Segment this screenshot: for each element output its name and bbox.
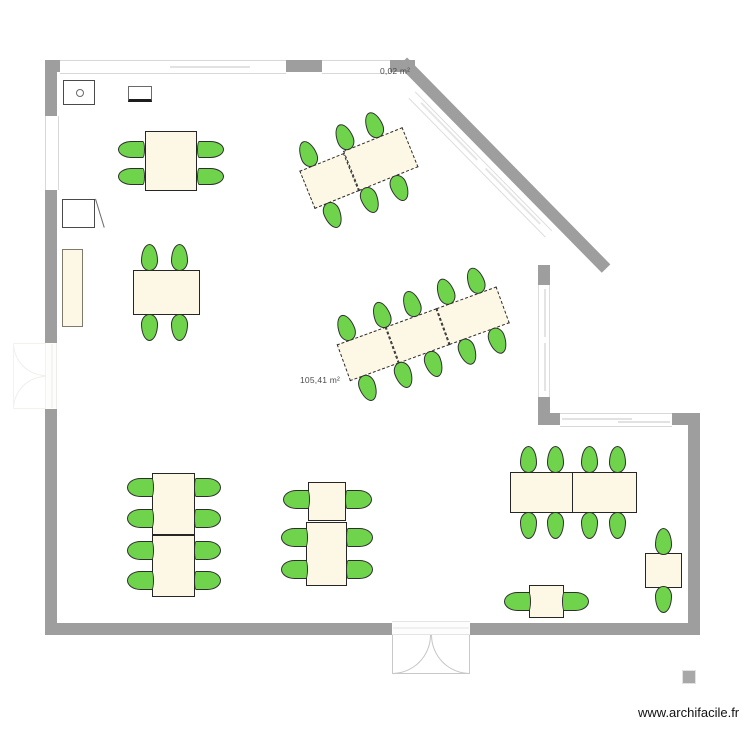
table[interactable] [133, 270, 200, 315]
chair[interactable] [655, 586, 672, 613]
chair[interactable] [127, 541, 154, 560]
chair[interactable] [547, 446, 564, 473]
chair[interactable] [520, 446, 537, 473]
chair[interactable] [386, 172, 413, 204]
chair[interactable] [346, 560, 373, 579]
watermark-archifacile: www.archifacile.fr [638, 705, 740, 720]
table[interactable] [645, 553, 682, 588]
wall-right-lower [688, 413, 700, 635]
window-top-center [168, 60, 286, 74]
wall-bottom [45, 623, 700, 635]
chair[interactable] [127, 509, 154, 528]
area-label-small-room: 0,02 m² [380, 66, 411, 76]
table[interactable] [529, 585, 564, 618]
chair[interactable] [194, 571, 221, 590]
chair[interactable] [355, 372, 381, 404]
side-cabinet[interactable] [62, 199, 95, 228]
chair[interactable] [504, 592, 531, 611]
door-leaf-left [13, 343, 46, 409]
window-mullion [562, 418, 632, 420]
door-bottom-double[interactable] [392, 621, 470, 635]
chair[interactable] [197, 168, 224, 185]
chair[interactable] [118, 141, 145, 158]
chair[interactable] [609, 512, 626, 539]
chair[interactable] [141, 244, 158, 271]
chair[interactable] [127, 478, 154, 497]
chair[interactable] [141, 314, 158, 341]
table[interactable] [145, 131, 197, 191]
table[interactable] [572, 472, 637, 513]
chair[interactable] [655, 528, 672, 555]
wall-diagonal [398, 57, 611, 273]
chair[interactable] [194, 509, 221, 528]
table[interactable] [152, 473, 195, 535]
chair[interactable] [520, 512, 537, 539]
window-mullion [618, 421, 670, 423]
chair[interactable] [194, 478, 221, 497]
window-right-upper [538, 285, 550, 397]
sink-drain-icon [76, 89, 84, 97]
sink-unit[interactable] [63, 80, 95, 105]
chair[interactable] [319, 199, 346, 231]
table[interactable] [510, 472, 573, 513]
chair[interactable] [197, 141, 224, 158]
table[interactable] [308, 482, 346, 521]
chair[interactable] [171, 244, 188, 271]
area-label-main-room: 105,41 m² [300, 375, 341, 385]
window-top-left [60, 60, 168, 74]
chair[interactable] [454, 336, 481, 368]
window-diagonal [408, 91, 553, 238]
chair[interactable] [421, 348, 447, 380]
chair[interactable] [391, 359, 417, 391]
window-mid-wall [560, 413, 672, 427]
door-leaf-bottom [392, 635, 470, 674]
chair[interactable] [194, 541, 221, 560]
window-mullion [170, 66, 250, 68]
chair[interactable] [127, 571, 154, 590]
table[interactable] [306, 522, 347, 586]
chair[interactable] [356, 184, 383, 216]
chair[interactable] [118, 168, 145, 185]
chair[interactable] [581, 512, 598, 539]
chair[interactable] [581, 446, 598, 473]
chair[interactable] [345, 490, 372, 509]
corner-marker [682, 670, 696, 684]
chair[interactable] [609, 446, 626, 473]
counter-unit[interactable] [62, 249, 83, 327]
chair[interactable] [485, 325, 511, 357]
window-left-upper [45, 116, 59, 190]
window-top-right [322, 60, 390, 74]
table[interactable] [152, 535, 195, 597]
chair[interactable] [346, 528, 373, 547]
chair[interactable] [171, 314, 188, 341]
chair[interactable] [562, 592, 589, 611]
chair[interactable] [547, 512, 564, 539]
chair[interactable] [281, 560, 308, 579]
chair[interactable] [283, 490, 310, 509]
chair[interactable] [281, 528, 308, 547]
door-left-double[interactable] [45, 343, 57, 409]
cabinet-open-line [95, 198, 106, 228]
appliance-unit[interactable] [128, 86, 152, 102]
